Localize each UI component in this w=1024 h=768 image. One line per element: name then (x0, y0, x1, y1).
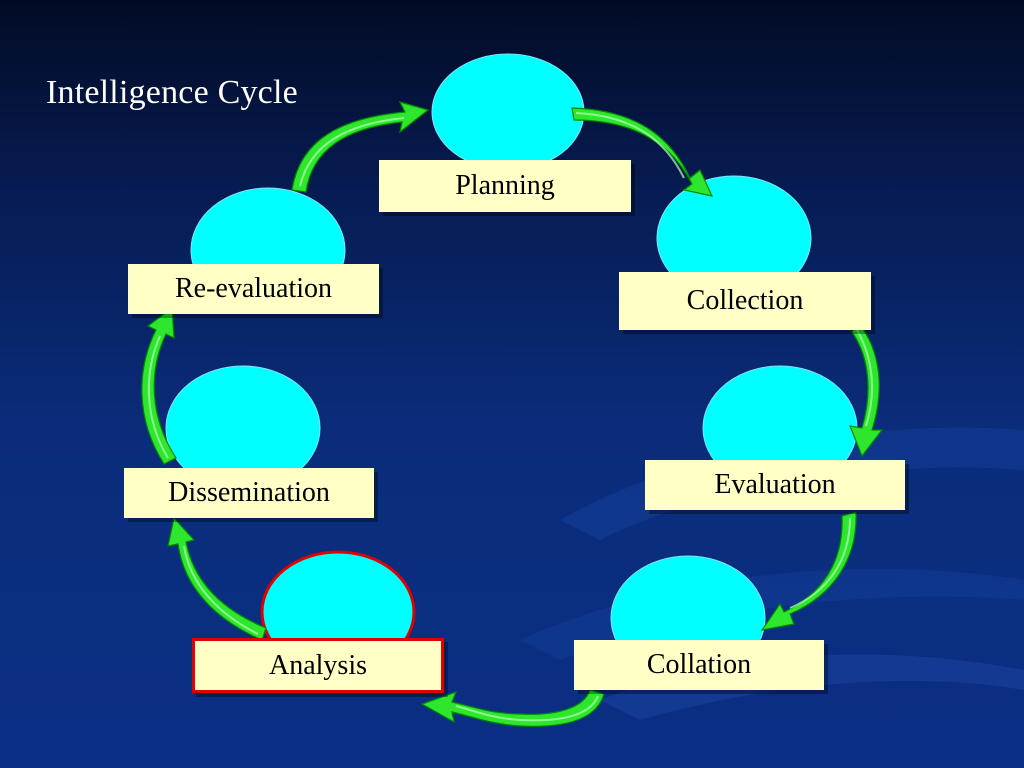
curved-arrow-icon (760, 511, 857, 631)
stage-label-dissemination: Dissemination (124, 468, 374, 518)
stage-circle-planning (431, 53, 585, 171)
slide-title: Intelligence Cycle (46, 74, 298, 111)
stage-label-planning: Planning (379, 160, 631, 212)
stage-label-collation: Collation (574, 640, 824, 690)
curved-arrow-icon (291, 101, 430, 193)
curved-arrow-icon (849, 320, 884, 458)
stage-label-evaluation: Evaluation (645, 460, 905, 510)
curved-arrow-icon (571, 107, 714, 197)
curved-arrow-icon (167, 516, 267, 641)
stage-label-collection: Collection (619, 272, 871, 330)
curved-arrow-icon (420, 689, 605, 727)
stage-label-analysis: Analysis (192, 638, 444, 693)
stage-label-re-evaluation: Re-evaluation (128, 264, 379, 314)
